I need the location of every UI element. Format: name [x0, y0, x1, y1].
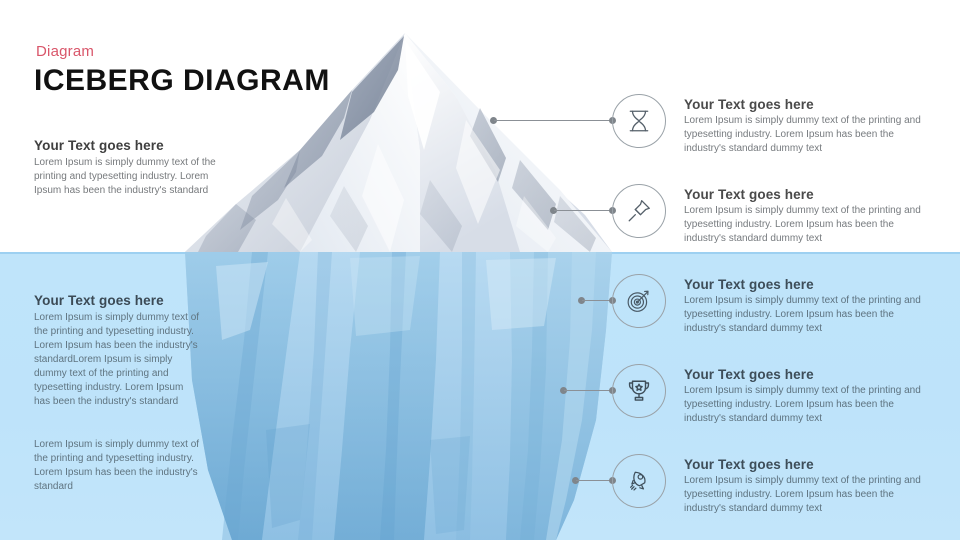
pushpin-icon — [612, 184, 666, 238]
callout-text: Your Text goes here Lorem Ipsum is simpl… — [684, 454, 932, 516]
connector-stroke — [494, 120, 612, 121]
callout-item-4[interactable]: Your Text goes here Lorem Ipsum is simpl… — [612, 364, 932, 426]
callout-heading: Your Text goes here — [684, 457, 814, 472]
left-block-body: Lorem Ipsum is simply dummy text of the … — [34, 439, 200, 492]
connector-dot-start — [550, 207, 557, 214]
connector-line-2 — [550, 207, 616, 215]
connector-dot-start — [572, 477, 579, 484]
rocket-icon — [612, 454, 666, 508]
callout-text: Your Text goes here Lorem Ipsum is simpl… — [684, 94, 932, 156]
connector-dot-start — [560, 387, 567, 394]
callout-body: Lorem Ipsum is simply dummy text of the … — [684, 475, 921, 514]
connector-stroke — [564, 390, 612, 391]
connector-stroke — [582, 300, 612, 301]
callout-text: Your Text goes here Lorem Ipsum is simpl… — [684, 274, 932, 336]
callout-body: Lorem Ipsum is simply dummy text of the … — [684, 115, 921, 154]
connector-line-5 — [572, 477, 616, 485]
callout-item-1[interactable]: Your Text goes here Lorem Ipsum is simpl… — [612, 94, 932, 156]
trophy-icon — [612, 364, 666, 418]
callout-heading: Your Text goes here — [684, 97, 814, 112]
left-text-block-below-water-1: Your Text goes here Lorem Ipsum is simpl… — [34, 293, 202, 409]
callout-item-2[interactable]: Your Text goes here Lorem Ipsum is simpl… — [612, 184, 932, 246]
connector-stroke — [576, 480, 612, 481]
callout-heading: Your Text goes here — [684, 367, 814, 382]
callout-body: Lorem Ipsum is simply dummy text of the … — [684, 295, 921, 334]
connector-line-3 — [578, 297, 616, 305]
connector-line-4 — [560, 387, 616, 395]
iceberg-below-water — [185, 252, 612, 540]
left-block-heading: Your Text goes here — [34, 293, 164, 308]
callout-text: Your Text goes here Lorem Ipsum is simpl… — [684, 184, 932, 246]
left-text-block-below-water-2: Lorem Ipsum is simply dummy text of the … — [34, 438, 202, 494]
left-block-heading: Your Text goes here — [34, 138, 164, 153]
callout-item-3[interactable]: Your Text goes here Lorem Ipsum is simpl… — [612, 274, 932, 336]
callout-body: Lorem Ipsum is simply dummy text of the … — [684, 385, 921, 424]
callout-heading: Your Text goes here — [684, 277, 814, 292]
kicker-label: Diagram — [36, 43, 95, 60]
callout-body: Lorem Ipsum is simply dummy text of the … — [684, 205, 921, 244]
target-dart-icon — [612, 274, 666, 328]
connector-line-1 — [490, 117, 616, 125]
page-title: ICEBERG DIAGRAM — [34, 64, 330, 97]
callout-text: Your Text goes here Lorem Ipsum is simpl… — [684, 364, 932, 426]
connector-dot-start — [490, 117, 497, 124]
callout-heading: Your Text goes here — [684, 187, 814, 202]
left-block-body: Lorem Ipsum is simply dummy text of the … — [34, 312, 200, 407]
hourglass-icon — [612, 94, 666, 148]
callout-item-5[interactable]: Your Text goes here Lorem Ipsum is simpl… — [612, 454, 932, 516]
left-text-block-above-water: Your Text goes here Lorem Ipsum is simpl… — [34, 138, 226, 198]
connector-stroke — [554, 210, 612, 211]
iceberg-above-water — [185, 33, 612, 252]
left-block-body: Lorem Ipsum is simply dummy text of the … — [34, 157, 216, 196]
connector-dot-start — [578, 297, 585, 304]
